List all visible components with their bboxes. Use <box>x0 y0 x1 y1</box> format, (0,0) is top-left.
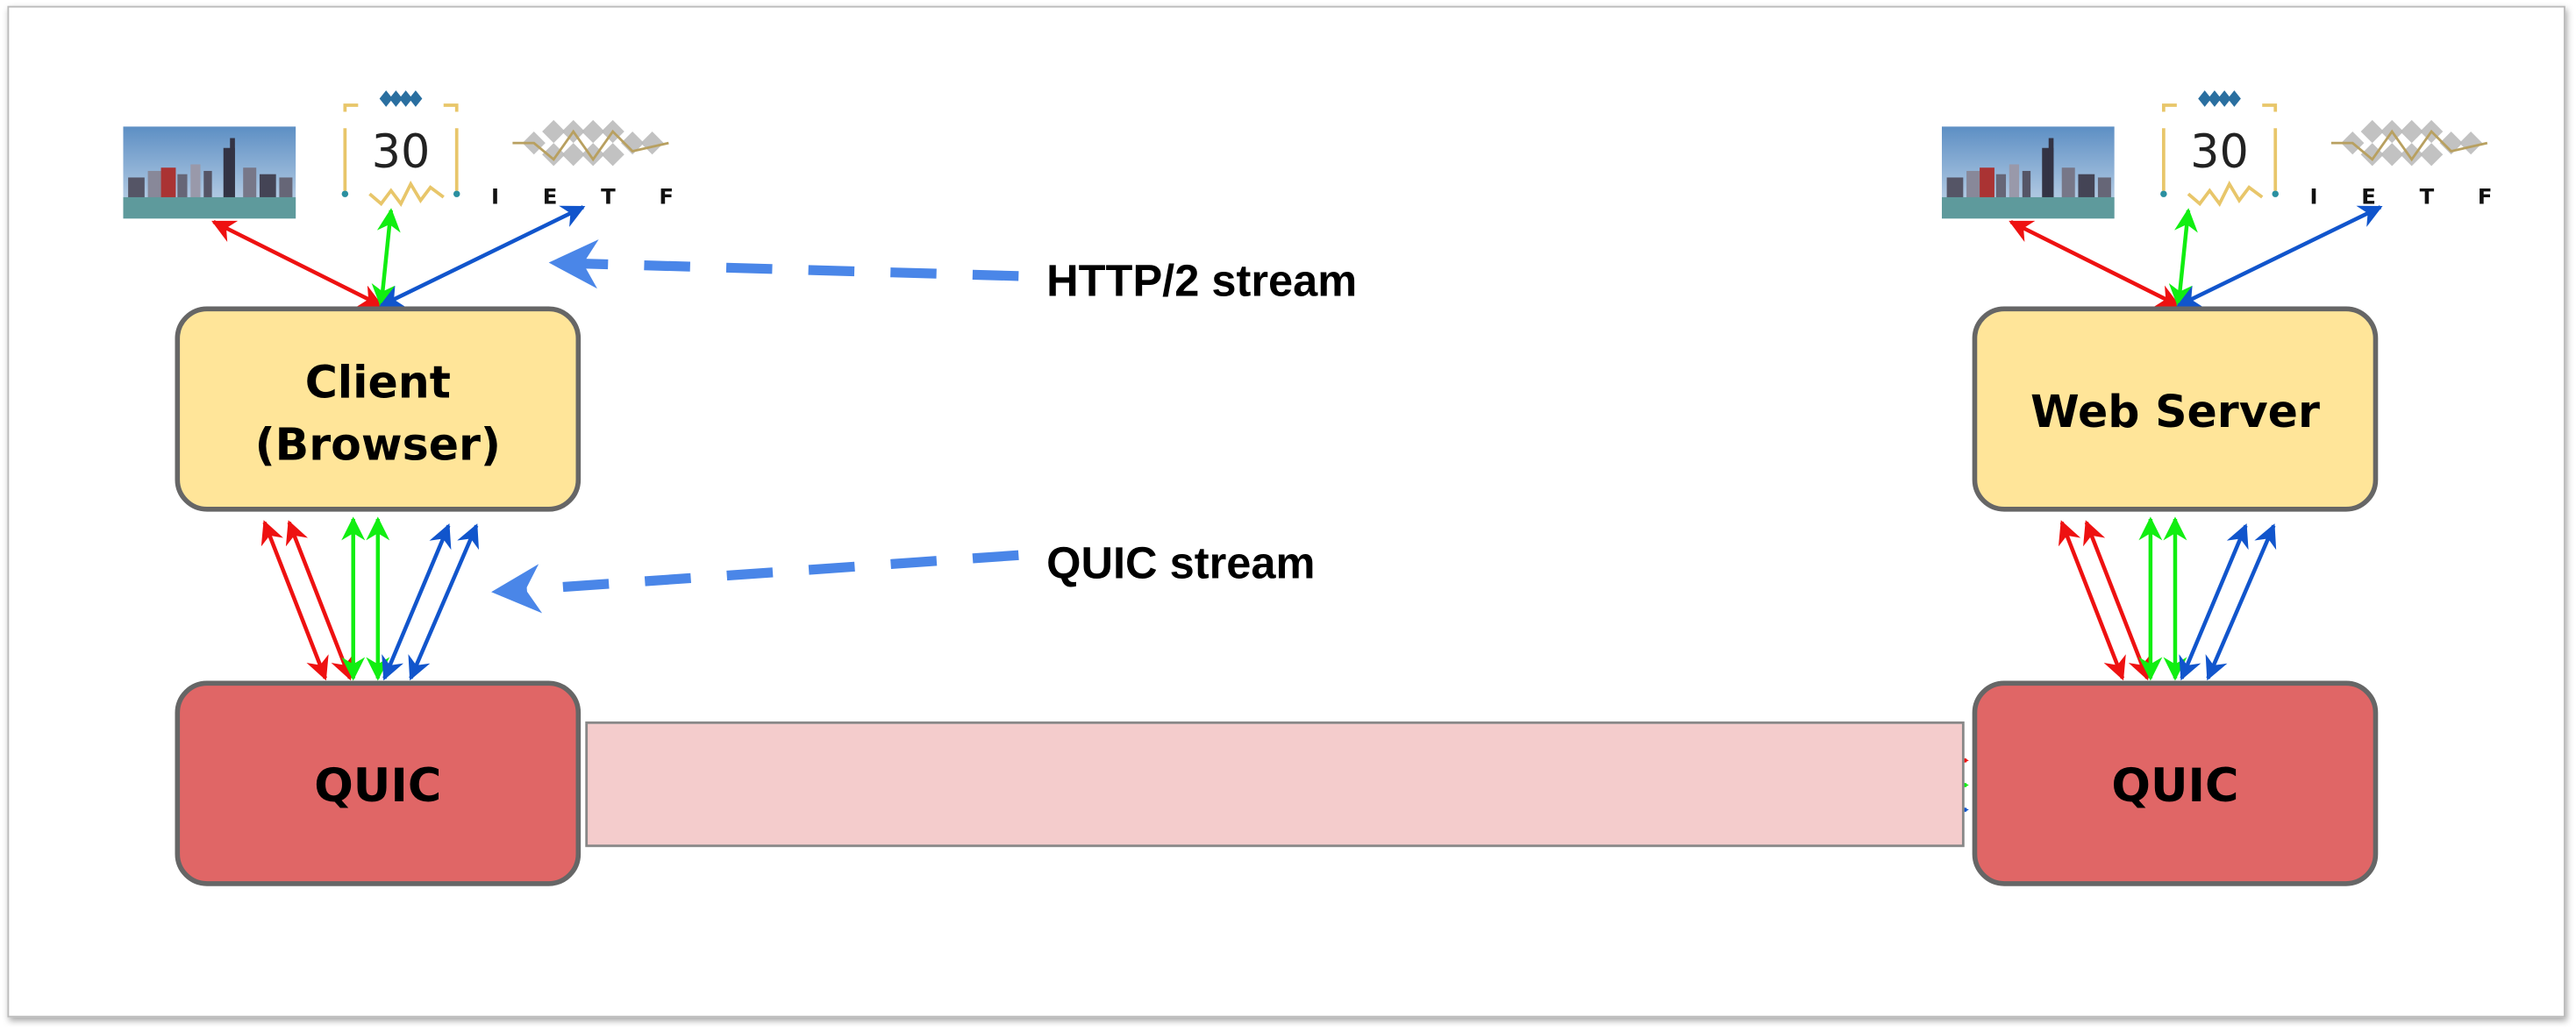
server-quic-label: QUIC <box>2111 759 2238 813</box>
client-quic-label: QUIC <box>314 759 441 813</box>
client-ietf-wordmark: I E T F <box>491 183 692 209</box>
web-server-label: Web Server <box>2030 386 2320 437</box>
client-red-resource-arrow <box>211 220 383 308</box>
server-red-stream-arrow <box>2083 520 2151 681</box>
server-ietf-wordmark: I E T F <box>2310 183 2511 209</box>
client-browser-box <box>175 306 582 512</box>
server-blue-resource-arrow <box>2176 205 2383 308</box>
quic-annotation-arrow <box>491 550 1019 614</box>
client-blue-resource-arrow <box>379 205 586 308</box>
resource-icons-server: 30 I E T F <box>1941 90 2511 219</box>
client-label: Client <box>305 356 451 408</box>
client-blue-stream-arrow <box>408 523 479 681</box>
web-server-box <box>1972 306 2379 512</box>
server-ietf30-logo-icon: 30 <box>2160 90 2279 207</box>
server-ietf30-number: 30 <box>2190 125 2249 179</box>
client-quic-box <box>175 680 582 886</box>
client-city-photo-icon <box>123 126 296 219</box>
client-ietf30-number: 30 <box>372 125 431 179</box>
http2-stream-label: HTTP/2 stream <box>1046 255 1357 305</box>
server-blue-stream-arrow <box>2205 523 2277 681</box>
client-red-stream-arrow <box>285 520 353 681</box>
client-ietf30-logo-icon: 30 <box>341 90 460 207</box>
server-red-resource-arrow <box>2009 220 2181 308</box>
server-city-photo-icon <box>1941 126 2115 219</box>
server-quic-box <box>1972 680 2379 886</box>
server-ietf-logo-icon: I E T F <box>2310 119 2511 209</box>
client-sublabel: (Browser) <box>255 419 501 471</box>
quic-connection-pipe <box>585 721 1965 848</box>
quic-stream-label: QUIC stream <box>1046 537 1315 587</box>
